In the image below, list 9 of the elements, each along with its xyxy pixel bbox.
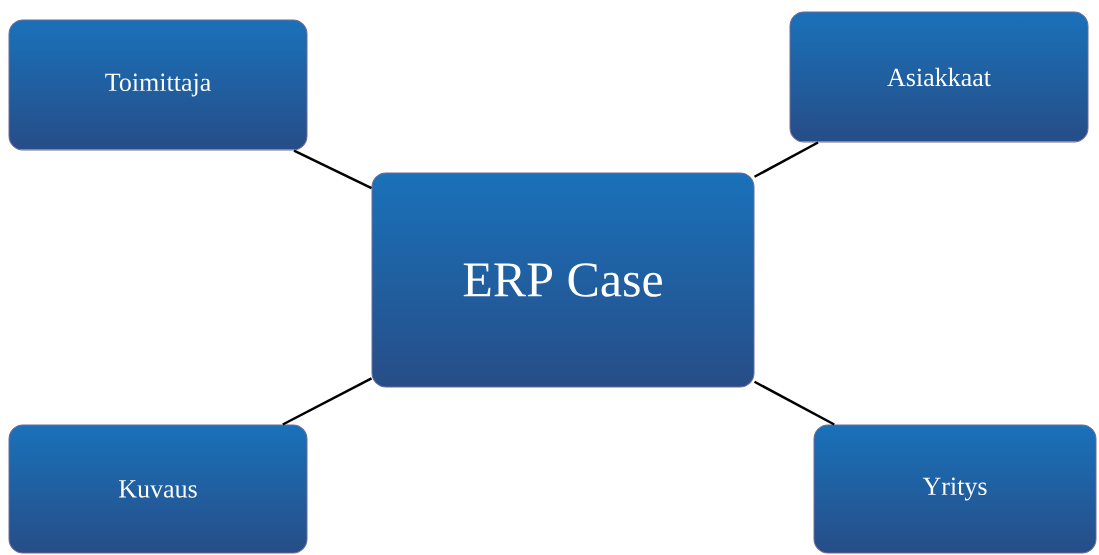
connector-line (753, 141, 819, 178)
topic-box: Kuvaus (8, 424, 308, 554)
connector-line (282, 377, 373, 426)
connector-line (293, 149, 373, 190)
connector-line (753, 380, 835, 426)
topic-box: Yritys (813, 424, 1097, 554)
topic-box: Toimittaja (8, 19, 308, 151)
topic-box: ERP Case (371, 172, 755, 388)
topic-box: Asiakkaat (789, 11, 1089, 143)
